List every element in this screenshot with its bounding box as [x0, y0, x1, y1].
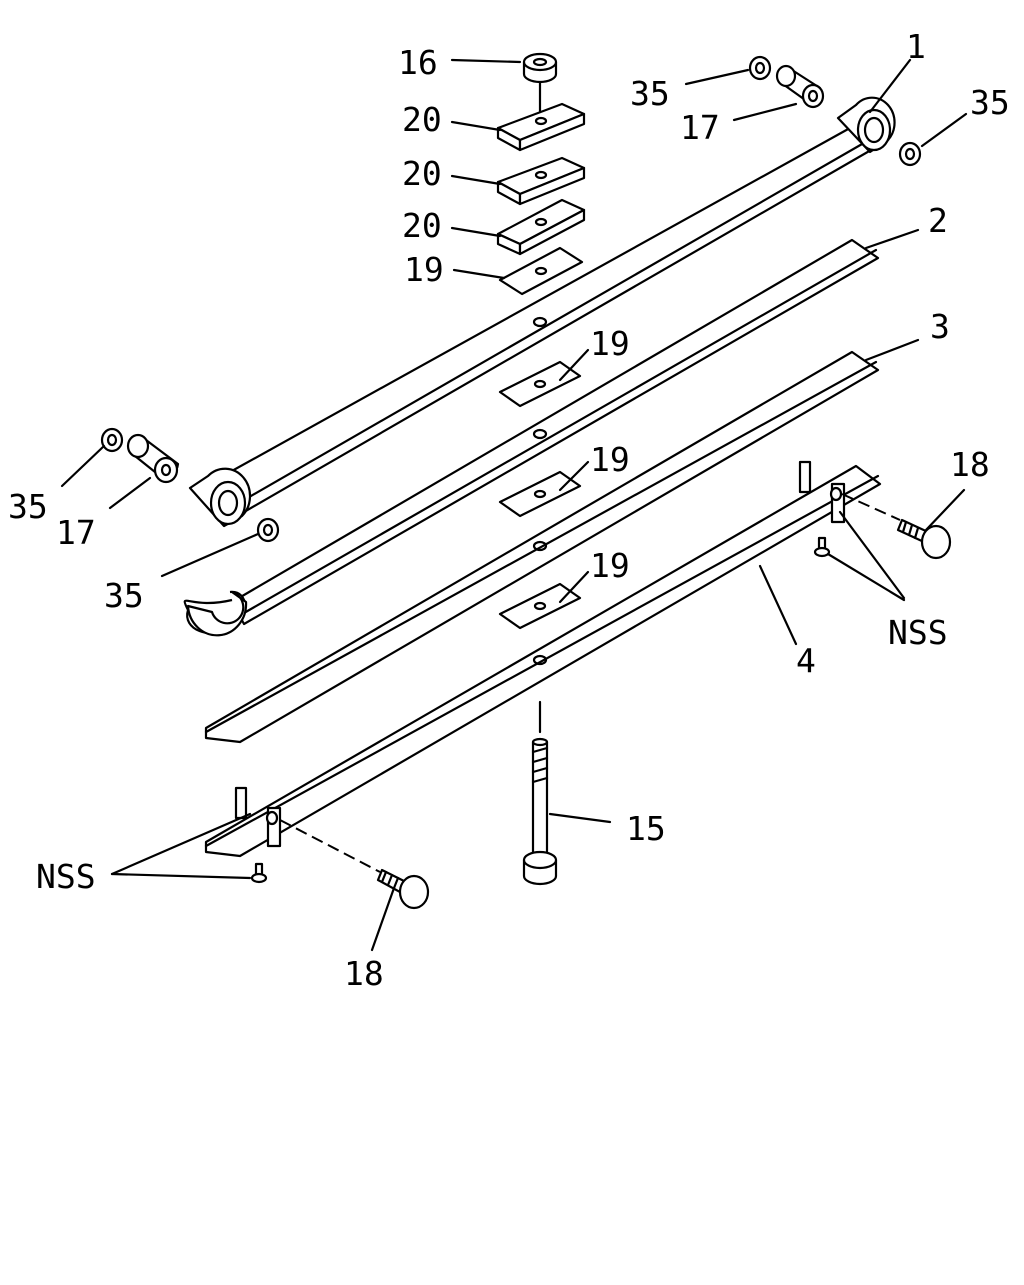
callout-3: 3	[930, 307, 950, 346]
clip-bolt-18-right	[841, 493, 952, 560]
pad-19-b	[498, 470, 582, 518]
pad-19-c	[498, 582, 582, 630]
leaf-2-center-hole	[532, 428, 548, 440]
callout-35-top: 35	[630, 74, 670, 113]
callout-20-a: 20	[402, 100, 442, 139]
leaf-3	[204, 350, 880, 744]
leaf-2	[183, 238, 880, 637]
spacer-20-b	[496, 156, 586, 206]
leaf-1-center-hole	[532, 316, 548, 328]
callout-1: 1	[906, 27, 926, 66]
pad-19-a	[498, 360, 582, 408]
leaf-4-center-hole	[532, 654, 548, 666]
leaf-3-center-hole	[532, 540, 548, 552]
callout-19-top: 19	[404, 250, 444, 289]
spacer-20-c	[496, 198, 586, 256]
washer-35-topright	[898, 141, 922, 167]
clip-bolt-18-bottom	[279, 819, 430, 910]
leaf-1-rear-eye	[188, 467, 252, 528]
callout-20-c: 20	[402, 206, 442, 245]
leaf-1-front-eye	[836, 96, 896, 154]
leaf-4	[204, 460, 882, 858]
spacer-20-a	[496, 102, 586, 152]
nut-16	[522, 52, 558, 120]
callout-nss-left: NSS	[36, 857, 96, 896]
nss-screw-right	[813, 536, 831, 558]
callout-15: 15	[626, 809, 666, 848]
washer-35-top	[748, 55, 772, 81]
center-bolt-15	[522, 700, 558, 886]
callout-35-mid: 35	[104, 576, 144, 615]
main-leaf-1	[188, 96, 896, 528]
callout-4: 4	[796, 641, 816, 680]
callout-nss-right: NSS	[888, 613, 948, 652]
leader-lines	[60, 58, 968, 952]
callout-35-topright: 35	[970, 83, 1010, 122]
callout-17-top: 17	[680, 108, 720, 147]
washer-35-left	[100, 427, 124, 453]
callout-19-a: 19	[590, 324, 630, 363]
washer-35-mid	[256, 517, 280, 543]
callout-35-left: 35	[8, 487, 48, 526]
bushing-17-top	[775, 64, 825, 109]
pad-19-top	[498, 246, 584, 296]
nss-screw-left	[250, 862, 268, 884]
callout-19-b: 19	[590, 440, 630, 479]
bushing-17-left	[126, 433, 180, 484]
callout-2: 2	[928, 201, 948, 240]
callout-18-bottom: 18	[344, 954, 384, 993]
callout-16: 16	[398, 43, 438, 82]
callout-19-c: 19	[590, 546, 630, 585]
callout-18-right: 18	[950, 445, 990, 484]
callout-20-b: 20	[402, 154, 442, 193]
callout-labels: 16 20 20 20 19 19 19 19 35 17 1 35 2 3 4…	[8, 27, 1010, 993]
callout-17-left: 17	[56, 513, 96, 552]
